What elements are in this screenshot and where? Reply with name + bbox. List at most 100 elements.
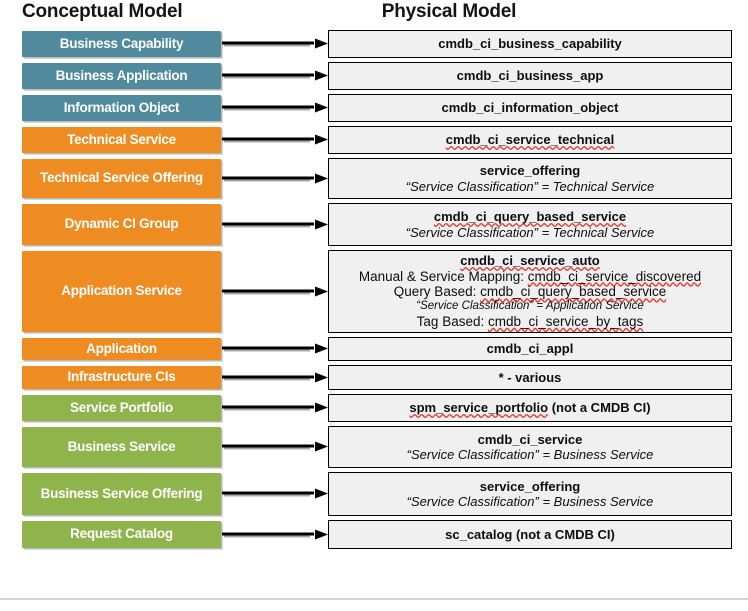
conceptual-model-label: Infrastructure CIs	[67, 369, 176, 385]
conceptual-model-chip[interactable]: Service Portfolio	[22, 395, 221, 421]
conceptual-model-chip[interactable]: Dynamic CI Group	[22, 204, 221, 245]
arrow-shaft-shadow	[224, 108, 310, 111]
arrow-shaft-shadow	[224, 408, 310, 411]
physical-model-line: sc_catalog (not a CMDB CI)	[445, 526, 615, 542]
arrow-shaft	[222, 222, 314, 225]
physical-model-box[interactable]: service_offering“Service Classification”…	[328, 472, 732, 516]
mapping-arrow-icon	[222, 219, 328, 230]
conceptual-model-chip[interactable]: Request Catalog	[22, 521, 221, 548]
mapping-arrow-icon	[222, 134, 328, 146]
physical-model-line: Query Based: cmdb_ci_query_based_service	[393, 284, 667, 300]
physical-model-box[interactable]: cmdb_ci_business_app	[328, 62, 732, 90]
physical-model-line: service_offering	[479, 163, 581, 179]
arrow-head	[315, 529, 328, 539]
mapping-arrow-icon	[222, 286, 328, 297]
physical-model-line: “Service Classification” = Business Serv…	[406, 447, 654, 462]
conceptual-model-label: Application Service	[61, 283, 182, 299]
physical-model-box[interactable]: cmdb_ci_business_capability	[328, 30, 732, 58]
mapping-row: Business Service Offering service_offerin…	[0, 470, 748, 518]
physical-model-box[interactable]: sc_catalog (not a CMDB CI)	[328, 520, 732, 549]
mapping-arrow-icon	[222, 70, 328, 82]
physical-model-box[interactable]: service_offering“Service Classification”…	[328, 158, 732, 199]
arrow-shaft	[222, 532, 314, 535]
spellcheck-underlined-text: cmdb_ci_service_by_tags	[487, 313, 644, 329]
arrow-shaft	[222, 105, 314, 109]
arrow-shaft-shadow	[224, 76, 310, 79]
arrow-shaft-shadow	[224, 378, 310, 380]
conceptual-model-chip[interactable]: Business Application	[22, 63, 221, 89]
arrow-shaft-shadow	[224, 292, 310, 294]
mapping-row: Service Portfolio spm_service_portfolio (…	[0, 392, 748, 424]
spellcheck-underlined-text: cmdb_ci_query_based_service	[480, 284, 667, 300]
arrow-shaft	[222, 405, 314, 409]
conceptual-model-chip[interactable]: Technical Service	[22, 127, 221, 153]
arrow-head	[315, 102, 328, 113]
arrow-shaft-shadow	[224, 535, 310, 537]
physical-model-box[interactable]: cmdb_ci_service“Service Classification” …	[328, 426, 732, 468]
conceptual-model-label: Business Service Offering	[40, 485, 203, 501]
mapping-row: Information Object cmdb_ci_information_ob…	[0, 92, 748, 124]
physical-model-header: Physical Model	[381, 1, 517, 22]
conceptual-model-chip[interactable]: Application Service	[22, 251, 221, 332]
physical-model-box[interactable]: cmdb_ci_appl	[328, 337, 732, 361]
arrow-shaft	[222, 375, 314, 378]
physical-model-box[interactable]: cmdb_ci_service_technical	[328, 126, 732, 154]
arrow-head	[315, 134, 328, 145]
physical-model-line: spm_service_portfolio (not a CMDB CI)	[409, 400, 651, 416]
physical-model-line: Manual & Service Mapping: cmdb_ci_servic…	[358, 268, 702, 284]
mapping-arrow-icon	[222, 102, 328, 114]
arrow-shaft-shadow	[224, 179, 310, 181]
spellcheck-underlined-text: cmdb_ci_service_technical	[445, 132, 615, 148]
arrow-head	[315, 38, 328, 49]
physical-model-box[interactable]: spm_service_portfolio (not a CMDB CI)	[328, 394, 732, 422]
arrow-head	[315, 70, 328, 81]
arrow-shaft-shadow	[224, 349, 310, 352]
physical-model-line: service_offering	[479, 478, 581, 494]
conceptual-model-label: Request Catalog	[70, 526, 173, 542]
conceptual-model-label: Service Portfolio	[69, 399, 174, 415]
conceptual-model-chip[interactable]: Information Object	[22, 95, 221, 121]
mapping-arrow-icon	[222, 173, 328, 184]
conceptual-model-label: Technical Service	[67, 131, 176, 147]
physical-model-line: “Service Classification” = Business Serv…	[406, 494, 654, 509]
physical-model-box[interactable]: cmdb_ci_query_based_service“Service Clas…	[328, 203, 732, 246]
arrow-shaft	[222, 137, 314, 141]
mapping-arrow-icon	[222, 441, 328, 453]
arrow-shaft-shadow	[224, 494, 310, 497]
mapping-rows: Business Capability cmdb_ci_business_capa…	[0, 28, 748, 551]
conceptual-model-chip[interactable]: Business Capability	[22, 31, 221, 57]
conceptual-model-chip[interactable]: Application	[22, 338, 221, 360]
spellcheck-underlined-text: cmdb_ci_query_based_service	[433, 209, 627, 225]
arrow-shaft-shadow	[224, 225, 310, 227]
conceptual-model-label: Business Service	[67, 438, 176, 454]
physical-model-line: cmdb_ci_business_app	[456, 68, 604, 84]
physical-model-line: “Service Classification” = Technical Ser…	[405, 178, 655, 194]
conceptual-model-chip[interactable]: Business Service Offering	[22, 473, 221, 515]
arrow-head	[315, 372, 328, 382]
physical-model-line: cmdb_ci_query_based_service	[434, 209, 626, 224]
mapping-row: Business Service cmdb_ci_service“Service …	[0, 424, 748, 470]
arrow-shaft	[222, 444, 314, 448]
conceptual-model-chip[interactable]: Technical Service Offering	[22, 159, 221, 198]
conceptual-model-chip[interactable]: Infrastructure CIs	[22, 366, 221, 389]
physical-model-line: cmdb_ci_appl	[486, 341, 574, 357]
mapping-arrow-icon	[222, 529, 328, 540]
physical-model-line: cmdb_ci_information_object	[441, 100, 619, 116]
physical-model-line: cmdb_ci_business_capability	[438, 36, 622, 52]
physical-model-box[interactable]: * - various	[328, 365, 732, 390]
arrow-shaft-shadow	[224, 44, 310, 47]
conceptual-model-label: Business Capability	[59, 35, 184, 51]
conceptual-model-chip[interactable]: Business Service	[22, 427, 221, 467]
mapping-row: Business Application cmdb_ci_business_app	[0, 60, 748, 92]
mapping-row: Application cmdb_ci_appl	[0, 335, 748, 363]
physical-model-line: Tag Based: cmdb_ci_service_by_tags	[416, 313, 644, 329]
arrow-shaft	[222, 289, 314, 292]
mapping-arrow-icon	[222, 402, 328, 414]
physical-model-line: cmdb_ci_service_technical	[446, 132, 614, 147]
physical-model-box[interactable]: cmdb_ci_information_object	[328, 94, 732, 122]
arrow-shaft-shadow	[224, 140, 310, 143]
physical-model-line: “Service Classification” = Application S…	[416, 300, 644, 313]
